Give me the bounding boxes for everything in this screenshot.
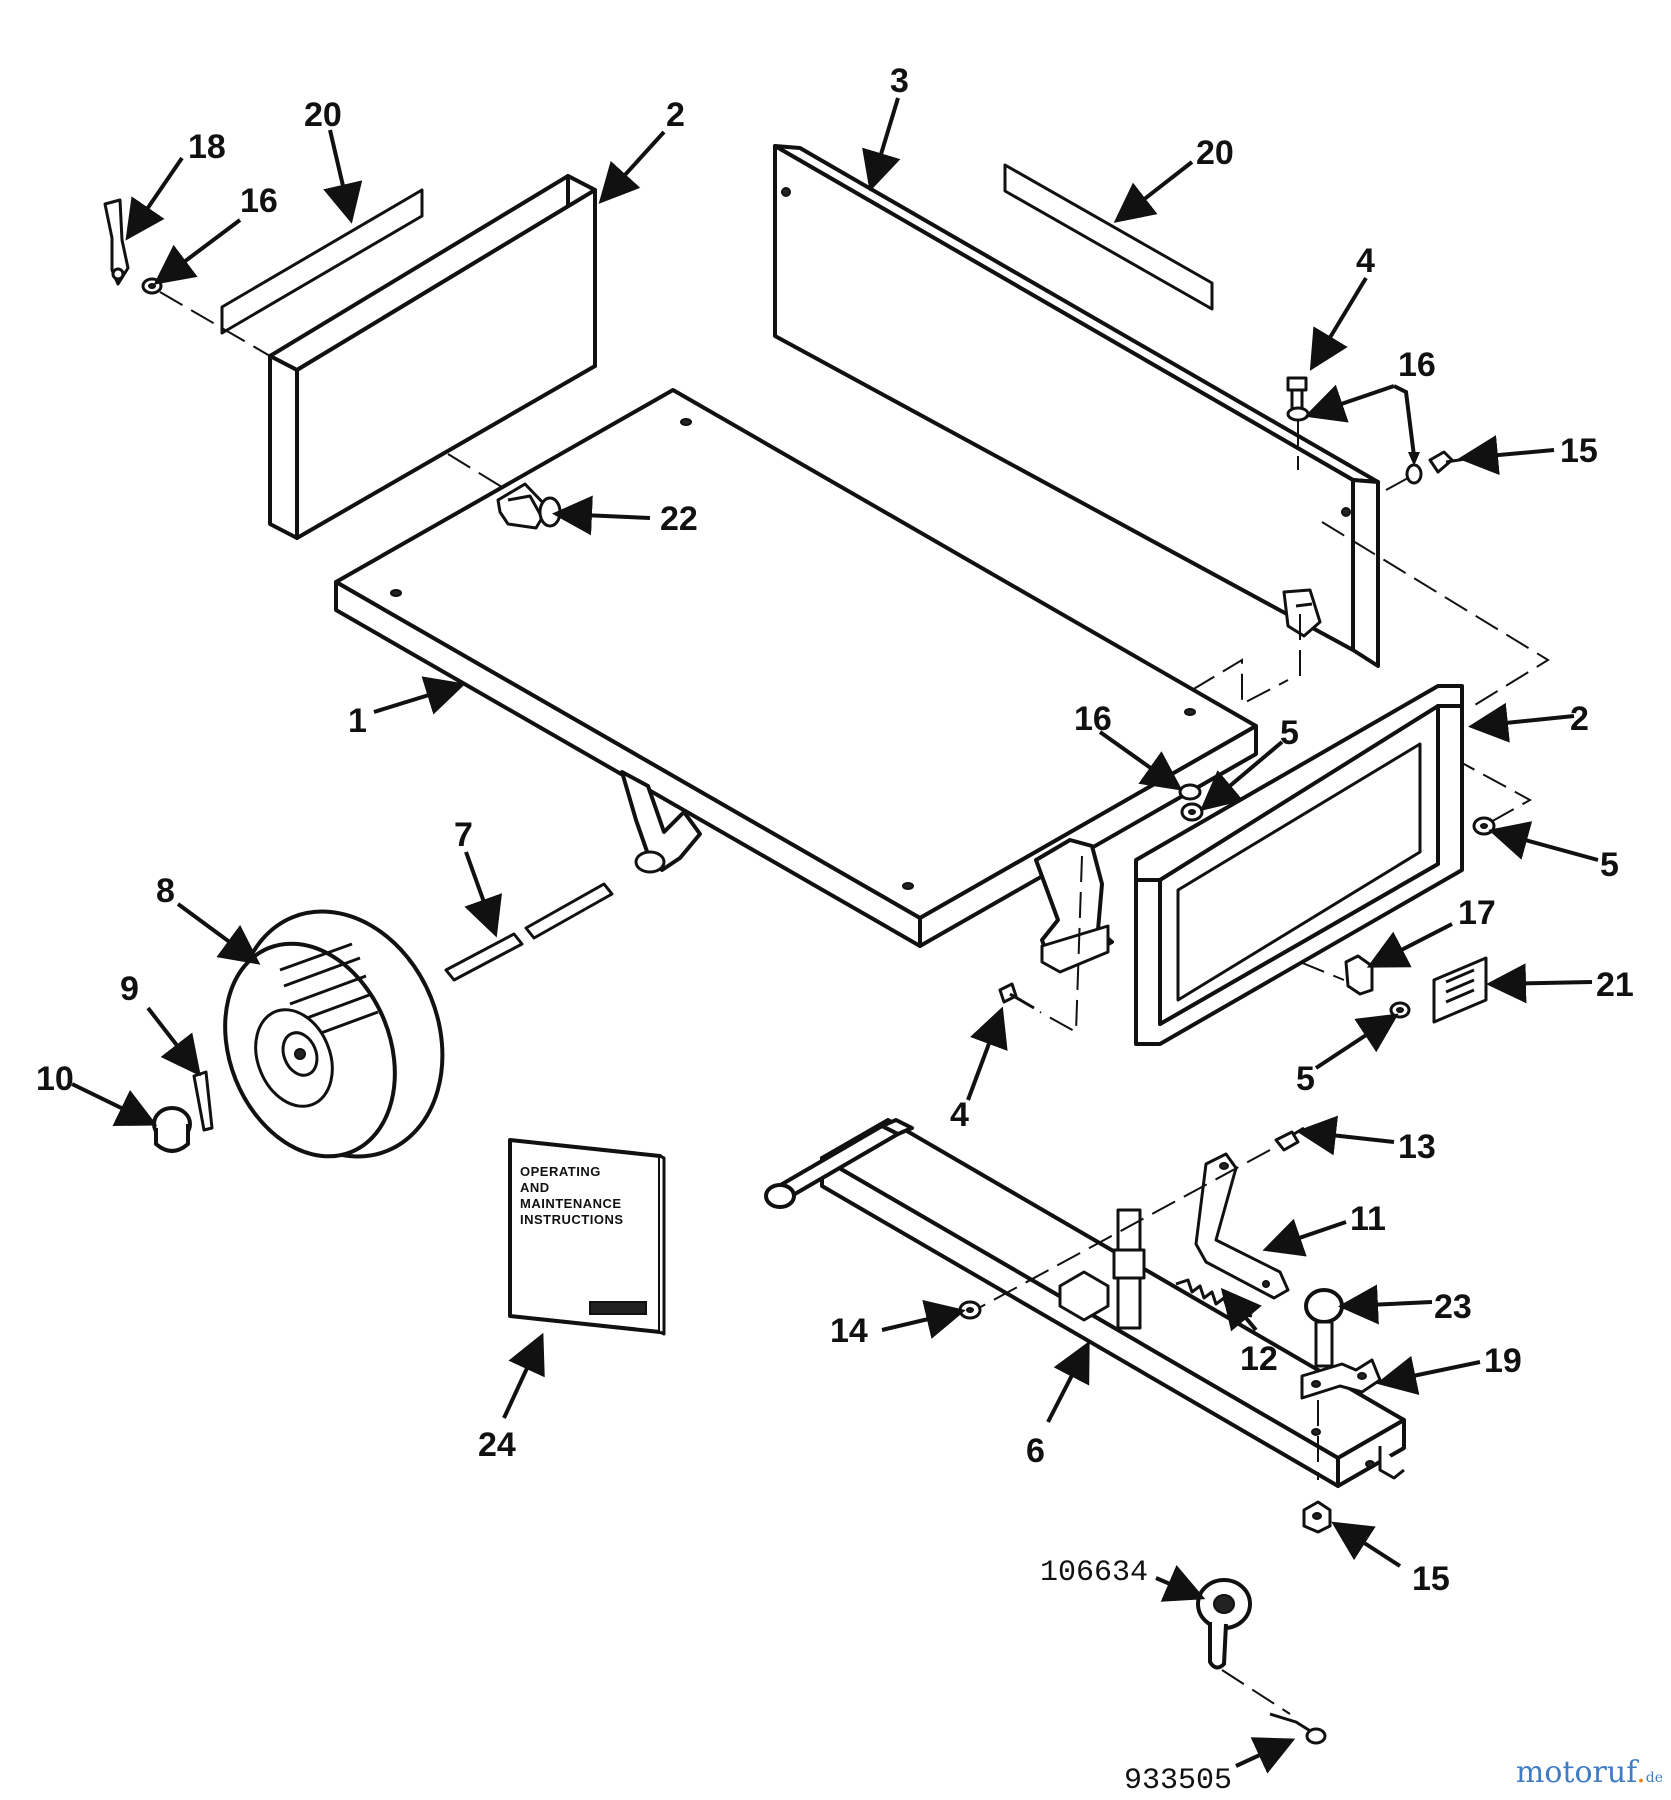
callout-labels: 18 16 20 2 3 20 4 16 15 22 1 16 5 2 5 7 … [36, 62, 1634, 1798]
nut-14 [958, 1300, 982, 1320]
panel-alignment-line-2 [1191, 658, 1289, 706]
callout-20-right: 20 [1196, 134, 1234, 172]
bolt-lower [998, 982, 1035, 1010]
callout-18: 18 [188, 128, 226, 166]
callout-16-middle: 16 [1074, 700, 1112, 738]
manual-title-line-1: OPERATING [520, 1164, 601, 1179]
manual-title-line-2: AND [520, 1180, 550, 1195]
callout-2-right: 2 [1570, 700, 1589, 738]
pin-alignment-line [1221, 1669, 1291, 1715]
left-latch-alignment-line [159, 291, 271, 357]
small-bolt [1274, 1126, 1305, 1152]
callout-933505: 933505 [1124, 1764, 1232, 1798]
leader-lines [71, 97, 1599, 1774]
callout-17: 17 [1458, 894, 1496, 932]
hinge-alignment-line [447, 453, 511, 493]
wheel [223, 909, 445, 1159]
callout-5-lower: 5 [1296, 1060, 1315, 1098]
callout-8: 8 [156, 872, 175, 910]
callout-23: 23 [1434, 1288, 1472, 1326]
callout-24: 24 [478, 1426, 516, 1464]
axle-rods [444, 882, 614, 982]
hub-cap [152, 1106, 192, 1153]
end-frame-panel [1134, 684, 1464, 1046]
hitch-ball [1304, 1288, 1344, 1368]
callout-13: 13 [1398, 1128, 1436, 1166]
callout-22: 22 [660, 500, 698, 538]
manual-logo [589, 1301, 647, 1315]
watermark: motoruf.de [1516, 1755, 1663, 1790]
callout-21: 21 [1596, 966, 1634, 1004]
right-panel-hardware [1385, 450, 1473, 491]
callout-15-top: 15 [1560, 432, 1598, 470]
callout-19: 19 [1484, 1342, 1522, 1380]
watermark-tld: de [1645, 1770, 1663, 1786]
watermark-dot: . [1636, 1755, 1646, 1790]
hitch-tongue [764, 1118, 1406, 1488]
long-side-panel [773, 144, 1380, 668]
callout-14: 14 [830, 1312, 868, 1350]
bolt-alignment-line [1039, 855, 1083, 1034]
left-decal-strip [220, 188, 424, 335]
callout-3: 3 [890, 62, 909, 100]
hitch-pin [1196, 1578, 1252, 1670]
callout-20-left: 20 [304, 96, 342, 134]
callout-16-right: 16 [1398, 346, 1436, 384]
bed-support-left [620, 770, 702, 874]
callout-16-left: 16 [240, 182, 278, 220]
callout-11: 11 [1350, 1200, 1386, 1238]
lever [1194, 1152, 1290, 1300]
bolt-upper [1286, 376, 1310, 470]
manual-title-line-4: INSTRUCTIONS [520, 1212, 624, 1227]
left-latch-hardware [103, 198, 163, 295]
lever-alignment-line [963, 1149, 1271, 1317]
callout-6: 6 [1026, 1432, 1045, 1470]
callout-12: 12 [1240, 1340, 1278, 1378]
callout-1: 1 [348, 702, 367, 740]
long-panel-bracket [1282, 588, 1322, 638]
watermark-main: motoruf [1515, 1755, 1637, 1790]
callout-4-top: 4 [1356, 242, 1375, 280]
label-plate [1432, 956, 1488, 1024]
left-side-panel [268, 174, 597, 540]
callout-2-top-left: 2 [666, 96, 685, 134]
hairpin-clip [1269, 1712, 1327, 1745]
callout-106634: 106634 [1040, 1556, 1148, 1590]
manual-title-line-3: MAINTENANCE [520, 1196, 622, 1211]
callout-10: 10 [36, 1060, 74, 1098]
bed-support-right [1034, 838, 1114, 974]
callout-5-right: 5 [1600, 846, 1619, 884]
nut-15-lower [1302, 1500, 1332, 1534]
right-decal-strip [1003, 163, 1214, 311]
callout-15-lower: 15 [1412, 1560, 1450, 1598]
cotter-pin [192, 1070, 214, 1132]
panel-alignment-line-1 [1321, 521, 1550, 709]
callout-4-lower: 4 [950, 1096, 969, 1134]
callout-5-middle: 5 [1280, 714, 1299, 752]
callout-9: 9 [120, 970, 139, 1008]
callout-7: 7 [454, 816, 473, 854]
operating-manual: OPERATING AND MAINTENANCE INSTRUCTIONS [508, 1138, 666, 1336]
